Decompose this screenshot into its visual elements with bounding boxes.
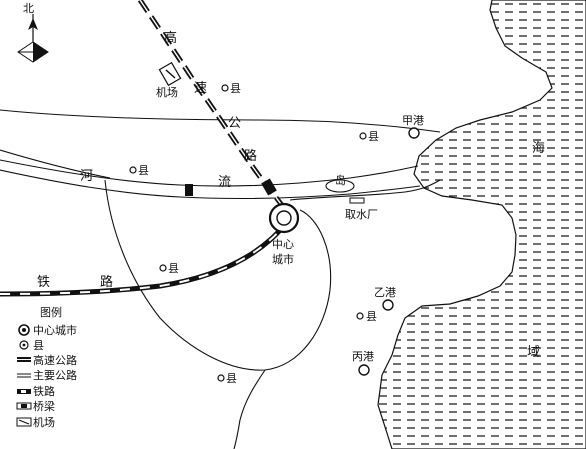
- county-marker: [129, 166, 137, 174]
- legend-item-label: 桥梁: [33, 399, 55, 413]
- county-marker: [221, 84, 229, 92]
- sea-label-1: 海: [532, 141, 545, 156]
- airport-label: 机场: [156, 85, 178, 99]
- county-label: 县: [138, 164, 149, 177]
- railway-label-2: 路: [100, 274, 113, 290]
- port-a-label: 甲港: [402, 114, 424, 127]
- island: [325, 179, 355, 193]
- compass-label: 北: [23, 2, 34, 15]
- legend: 图例 中心城市 县 高速公路 主要公路 铁路 桥梁: [16, 305, 77, 429]
- main-road-south: [233, 369, 266, 449]
- bridge-symbol-icon: [16, 402, 32, 410]
- port-b-marker: [382, 299, 394, 311]
- expressway-label-1: 高: [164, 30, 177, 46]
- legend-item-label: 机场: [33, 415, 55, 429]
- airport-symbol: [158, 61, 182, 87]
- expressway-label-3: 公: [228, 116, 241, 131]
- river-label-2: 流: [218, 175, 231, 190]
- sea-label-2: 域: [527, 345, 540, 360]
- compass-icon: 北: [17, 2, 49, 63]
- river-label-1: 河: [80, 169, 93, 184]
- main-road-loop: [104, 179, 332, 371]
- city-symbol-icon: [18, 324, 30, 336]
- legend-item-label: 中心城市: [33, 323, 77, 337]
- port-c-marker: [358, 364, 370, 376]
- bridge-expressway: [261, 178, 277, 196]
- county-marker: [159, 264, 167, 272]
- legend-item-label: 铁路: [33, 385, 55, 398]
- main-road-east: [289, 179, 441, 201]
- port-a-marker: [408, 127, 420, 139]
- legend-title: 图例: [40, 305, 62, 319]
- bridge-road: [185, 184, 193, 196]
- county-symbol-icon: [19, 340, 29, 350]
- expressway: [137, 0, 288, 212]
- expressway-symbol-icon: [17, 357, 31, 362]
- expressway-label-4: 路: [244, 148, 257, 164]
- expressway-label-2: 速: [194, 81, 207, 96]
- city-label-1: 中心: [272, 238, 294, 251]
- water-intake-plant: [349, 197, 365, 204]
- county-marker: [359, 132, 367, 140]
- railway-symbol-icon: [17, 389, 31, 394]
- legend-item-label: 主要公路: [33, 369, 77, 382]
- county-marker: [217, 374, 225, 382]
- port-b-label: 乙港: [374, 286, 396, 299]
- central-city-symbol: [268, 202, 300, 234]
- main-road-symbol-icon: [17, 373, 31, 378]
- sea-area: [377, 0, 586, 449]
- port-c-label: 丙港: [352, 350, 374, 363]
- legend-item-label: 县: [33, 339, 44, 352]
- water-intake-label: 取水厂: [345, 208, 378, 221]
- county-marker: [356, 312, 364, 320]
- main-road-nw: [0, 149, 111, 179]
- county-label: 县: [168, 262, 179, 275]
- legend-item-label: 高速公路: [33, 353, 77, 367]
- county-label: 县: [230, 82, 241, 95]
- county-label: 县: [226, 372, 237, 385]
- island-label: 岛: [335, 173, 346, 187]
- river: [0, 159, 419, 187]
- coast-boundary: [0, 109, 441, 133]
- county-label: 县: [366, 310, 377, 323]
- city-label-2: 城市: [272, 252, 294, 266]
- railway-label-1: 铁: [37, 275, 50, 290]
- county-label: 县: [368, 130, 379, 143]
- airport-symbol-icon: [16, 417, 32, 427]
